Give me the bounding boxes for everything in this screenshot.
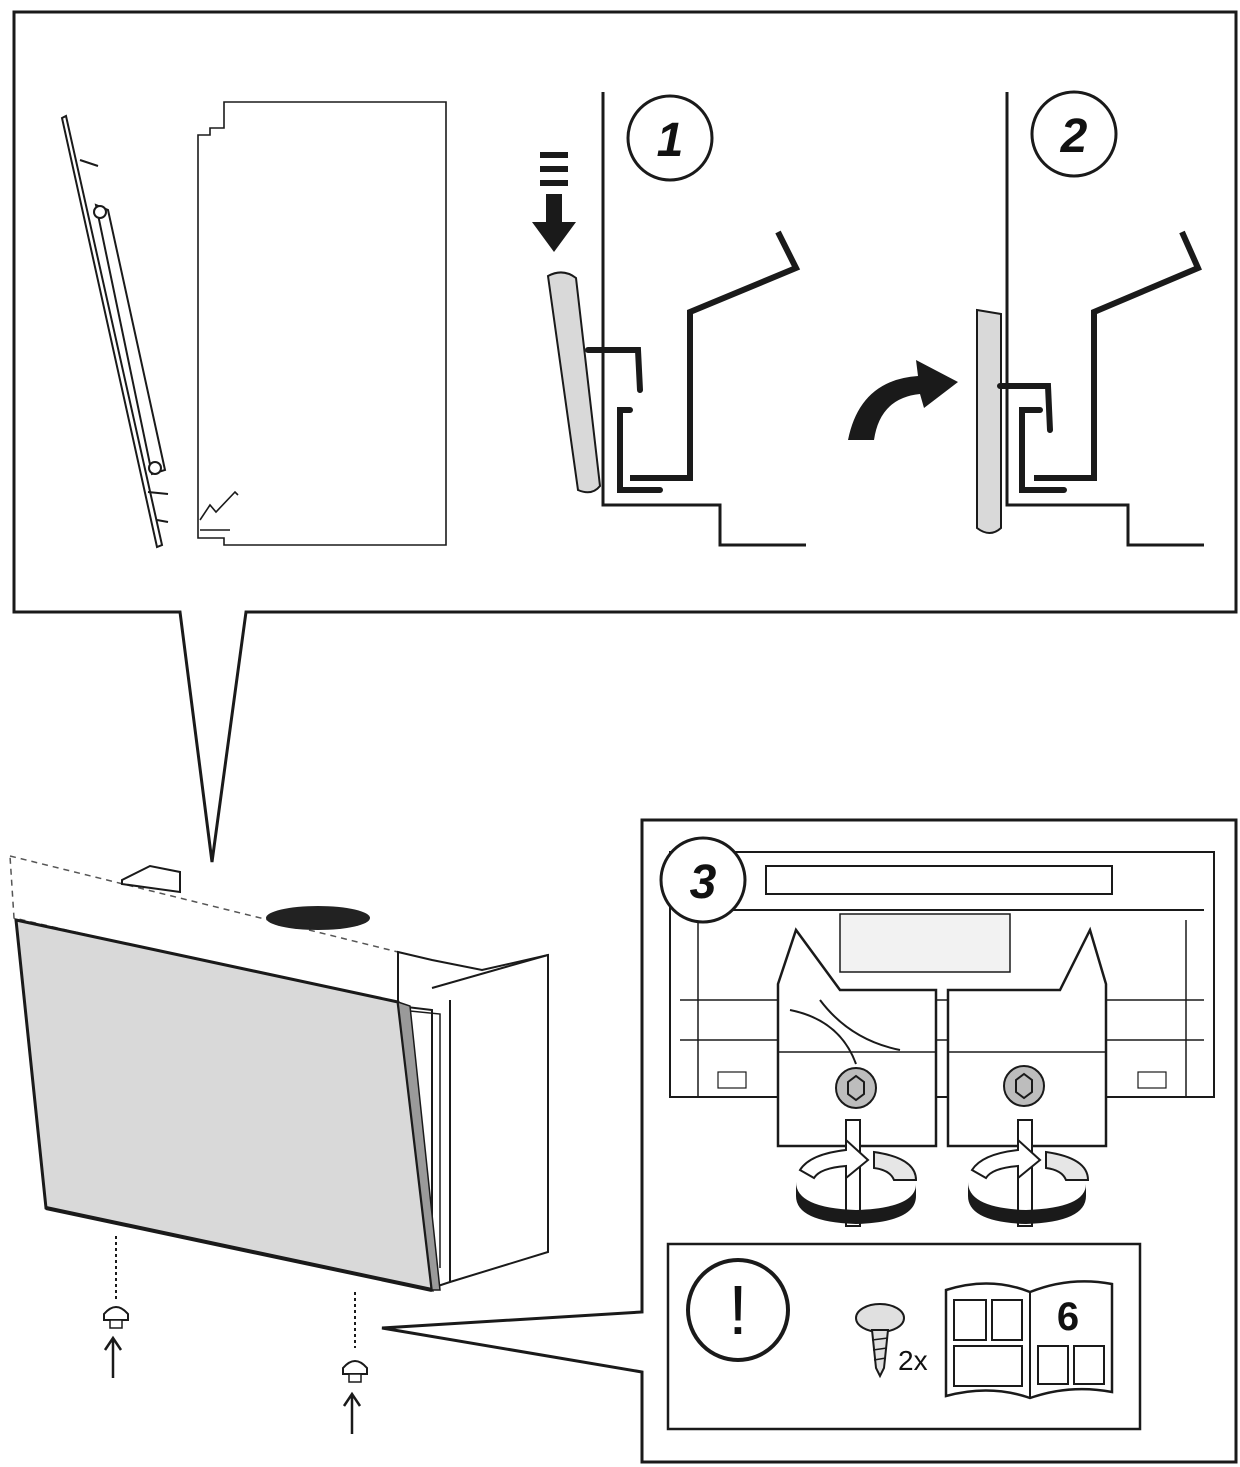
step-1-number: 1 — [657, 114, 684, 167]
step-2-number: 2 — [1060, 110, 1088, 163]
screw-right — [342, 1292, 368, 1434]
step-1-detail: 1 — [532, 92, 806, 547]
screw-icon — [342, 1360, 368, 1375]
screw-icon — [855, 1303, 905, 1379]
wall-bracket — [630, 230, 801, 481]
step-1-badge — [626, 94, 714, 182]
side-profile-panel — [60, 114, 169, 549]
curved-arrow-icon — [848, 360, 958, 440]
down-arrow-icon — [532, 152, 576, 252]
panel-hook — [585, 347, 643, 393]
notice-symbol: ! — [728, 1271, 747, 1349]
up-arrow-icon — [103, 1335, 123, 1378]
cooker-hood-assembly — [9, 855, 549, 1292]
notice-box: ! 2x 6 — [666, 1242, 1142, 1431]
glass-panel-tilted — [546, 271, 602, 494]
wall-profile — [1005, 92, 1204, 547]
manual-page-number: 6 — [1057, 1295, 1079, 1339]
step-2-badge — [1030, 90, 1118, 178]
step-3-badge — [659, 836, 747, 924]
top-detail-callout — [12, 10, 1238, 863]
screw-left — [103, 1236, 129, 1378]
rotate-arrow-icon — [796, 1119, 918, 1227]
rotate-arrow-icon — [968, 1119, 1090, 1227]
screw-icon — [103, 1306, 129, 1321]
wall-profile — [601, 92, 806, 547]
manual-book-icon — [944, 1280, 1114, 1400]
glass-panel-upright — [976, 308, 1002, 534]
exclamation-icon — [686, 1258, 790, 1362]
step-2-detail: 2 — [848, 90, 1204, 547]
up-arrow-icon — [342, 1391, 362, 1434]
cabinet-outline — [197, 101, 447, 546]
step-3-number: 3 — [690, 856, 717, 909]
step-3-detail: 3 — [659, 836, 1215, 1227]
screw-count: 2x — [898, 1345, 928, 1376]
